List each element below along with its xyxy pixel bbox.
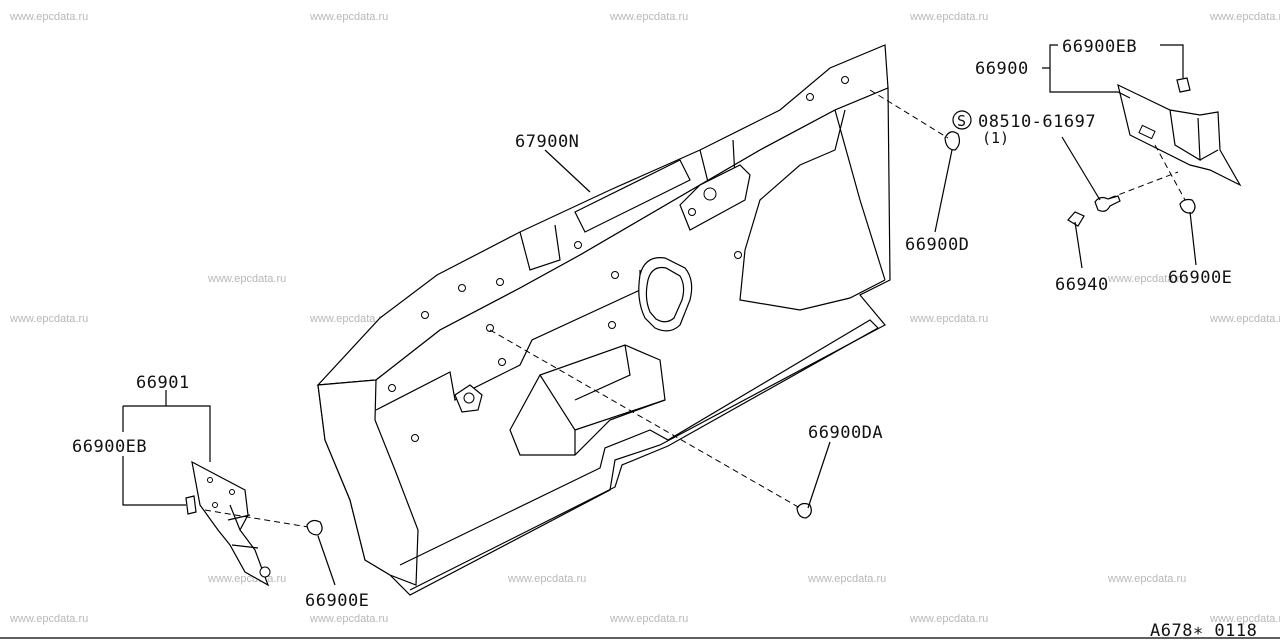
watermark: www.epcdata.ru	[909, 613, 988, 625]
leader-66900DA	[807, 441, 831, 509]
assembly-line	[204, 509, 309, 528]
mounting-hole	[259, 566, 271, 578]
assembly-line	[869, 89, 949, 139]
watermark: www.epcdata.ru	[9, 613, 88, 625]
mounting-hole	[486, 324, 494, 332]
leader-08510	[1061, 136, 1101, 201]
watermark: www.epcdata.ru	[1107, 573, 1186, 585]
panel-inner-edge	[834, 109, 886, 281]
bracket-66900-right	[1042, 44, 1184, 99]
clip-66900EB-left	[185, 495, 197, 515]
side-pad-left	[185, 460, 271, 587]
side-pad-right-body	[1117, 83, 1242, 187]
mounting-hole	[806, 93, 814, 101]
leader-66900D	[934, 149, 953, 233]
leader-67900N	[544, 149, 591, 193]
label-67900N: 67900N	[515, 132, 579, 152]
watermark: www.epcdata.ru	[909, 11, 988, 23]
watermark: www.epcdata.ru	[9, 11, 88, 23]
side-pad-left-fold	[227, 504, 259, 549]
leader-66900E-right	[1189, 211, 1197, 266]
watermark: www.epcdata.ru	[507, 573, 586, 585]
label-66900E-right: 66900E	[1168, 268, 1232, 288]
label-08510-61697: 08510-61697	[978, 112, 1096, 132]
mounting-hole	[207, 477, 213, 483]
mounting-hole	[463, 392, 475, 404]
screw-symbol: S	[957, 112, 966, 130]
side-pad-left-body	[191, 460, 270, 587]
mounting-hole	[229, 489, 235, 495]
watermark: www.epcdata.ru	[309, 313, 388, 325]
panel-top-slot	[574, 159, 691, 233]
mounting-hole	[703, 187, 717, 201]
side-pad-right-fold	[1169, 109, 1219, 162]
leader-66900E-left	[317, 535, 336, 586]
part-labels: 67900N 66900 66900EB S 08510-61697 (1) 6…	[72, 37, 1232, 611]
watermark: www.epcdata.ru	[1209, 613, 1280, 625]
mounting-hole	[458, 284, 466, 292]
assembly-line	[1154, 144, 1186, 201]
watermark: www.epcdata.ru	[309, 11, 388, 23]
panel-lower-step	[375, 270, 641, 411]
label-08510-qty: (1)	[982, 129, 1009, 147]
label-66940: 66940	[1055, 275, 1109, 295]
label-66900EB-right: 66900EB	[1062, 37, 1137, 57]
panel-tunnel-inner	[539, 344, 666, 455]
clip-66940	[1067, 211, 1085, 227]
mounting-hole	[608, 321, 616, 329]
mounting-hole	[496, 278, 504, 286]
watermark: www.epcdata.ru	[609, 613, 688, 625]
watermark: www.epcdata.ru	[1107, 273, 1186, 285]
watermark: www.epcdata.ru	[909, 313, 988, 325]
watermark: www.epcdata.ru	[1209, 11, 1280, 23]
watermark: www.epcdata.ru	[207, 573, 286, 585]
clip-66900E-right	[1179, 198, 1196, 214]
label-66900: 66900	[975, 59, 1029, 79]
watermark: www.epcdata.ru	[309, 613, 388, 625]
clip-66900EB-right	[1176, 77, 1191, 93]
label-66900DA: 66900DA	[808, 423, 883, 443]
label-66901: 66901	[136, 373, 190, 393]
mounting-hole	[841, 76, 849, 84]
watermark: www.epcdata.ru	[609, 11, 688, 23]
clip-66900E-left	[306, 519, 323, 536]
dash-insulator-panel	[316, 44, 891, 596]
panel-oval-inner	[645, 266, 685, 323]
mounting-hole	[498, 358, 506, 366]
label-66900E-left: 66900E	[305, 591, 369, 611]
mounting-hole	[421, 311, 429, 319]
clip-66900D	[944, 131, 961, 151]
label-66900EB-left: 66900EB	[72, 437, 147, 457]
assembly-lines	[204, 89, 1186, 528]
mounting-hole	[388, 384, 396, 392]
mounting-hole	[574, 241, 582, 249]
watermark: www.epcdata.ru	[1209, 313, 1280, 325]
screw-symbol-circle	[952, 110, 972, 130]
bracket-66901-left	[122, 390, 211, 506]
panel-inner-cavity	[739, 109, 886, 311]
leader-66940	[1074, 221, 1083, 269]
mounting-hole	[212, 502, 218, 508]
label-66900D: 66900D	[905, 235, 969, 255]
panel-oval-opening	[638, 257, 693, 332]
watermark: www.epcdata.ru	[207, 273, 286, 285]
mounting-hole	[611, 271, 619, 279]
mounting-hole	[734, 251, 742, 259]
panel-left-cap	[317, 379, 419, 586]
panel-bottom-channel	[399, 319, 879, 591]
watermark: www.epcdata.ru	[807, 573, 886, 585]
assembly-line	[1109, 171, 1179, 199]
watermark: www.epcdata.ru	[9, 313, 88, 325]
mounting-hole	[411, 434, 419, 442]
side-pad-right	[1117, 77, 1242, 187]
leader-lines	[122, 44, 1197, 586]
diagram-code: A678∗ 0118	[1150, 621, 1257, 640]
side-pad-right-slot	[1138, 124, 1156, 140]
mounting-hole	[688, 208, 696, 216]
